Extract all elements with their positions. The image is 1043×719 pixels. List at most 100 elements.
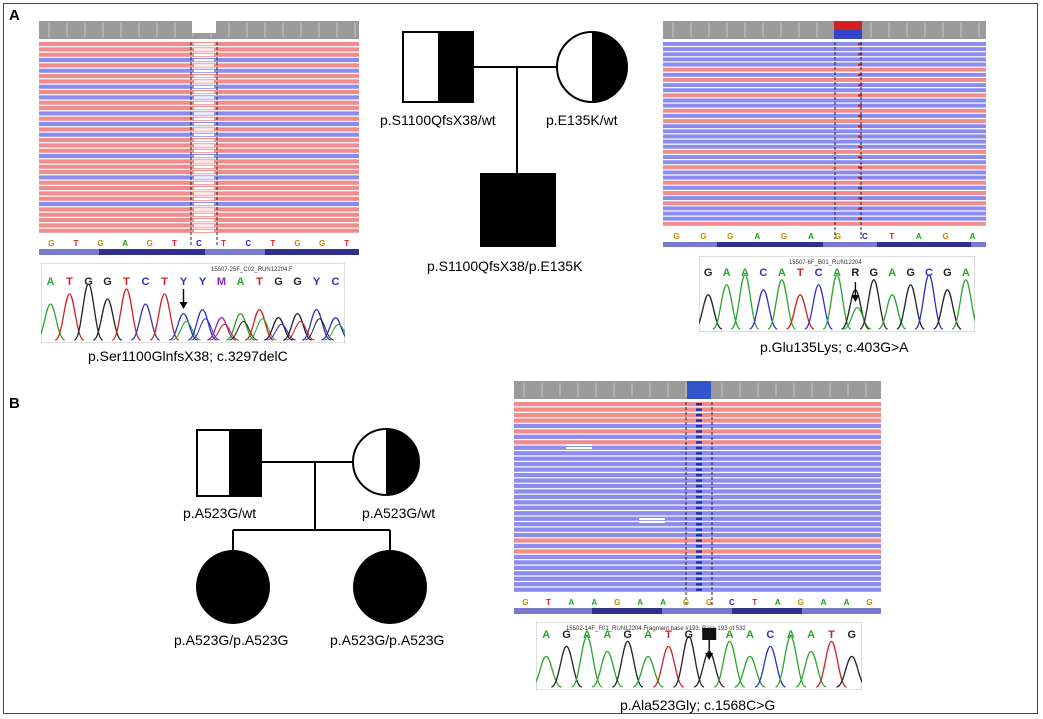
- reference-base: A: [844, 598, 850, 607]
- mismatch-mark: [696, 501, 702, 504]
- base-call: G: [685, 629, 694, 641]
- read: [663, 201, 986, 206]
- variant-arrow-head: [851, 295, 860, 302]
- mismatch-mark: [696, 523, 702, 526]
- selected-base-box: [702, 628, 717, 640]
- base-call: A: [237, 276, 245, 288]
- deletion-mark: [194, 224, 214, 227]
- trace-peak: [822, 274, 852, 330]
- reference-base: A: [568, 598, 574, 607]
- read: [663, 155, 986, 159]
- mismatch-mark: [696, 457, 702, 461]
- trace-peak: [612, 640, 644, 688]
- trace-peak: [187, 308, 218, 341]
- read: [663, 144, 986, 149]
- base-call: C: [332, 276, 340, 288]
- reference-base: G: [319, 239, 325, 248]
- reference-base: A: [775, 598, 781, 607]
- base-call: A: [962, 267, 970, 279]
- reference-base: G: [683, 598, 689, 607]
- amino-acid-segment: [717, 242, 823, 247]
- base-call: T: [665, 629, 672, 641]
- read: [663, 180, 986, 185]
- deletion-mark: [194, 176, 214, 179]
- mismatch-mark: [696, 435, 702, 439]
- mismatch-mark: [696, 550, 702, 553]
- deletion-mark: [194, 203, 214, 206]
- pedigree-b: [196, 428, 427, 624]
- secondary-peak: [324, 323, 345, 341]
- child2-symbol: [353, 550, 427, 624]
- trace-peak: [859, 279, 889, 330]
- mismatch-mark: [696, 446, 702, 450]
- base-call: G: [943, 267, 952, 279]
- mismatch-mark: [696, 561, 702, 564]
- read: [663, 191, 986, 195]
- read: [663, 93, 986, 98]
- reference-base: A: [970, 232, 976, 241]
- base-call: Y: [313, 276, 321, 288]
- genotype-mother-a: p.E135K/wt: [546, 112, 618, 128]
- mismatch-mark: [696, 419, 702, 422]
- base-call: T: [797, 267, 804, 279]
- mismatch-mark: [696, 403, 702, 406]
- read: [663, 206, 986, 211]
- mismatch-mark: [696, 490, 702, 493]
- read: [663, 103, 986, 108]
- trace-peak: [672, 635, 705, 688]
- read: [663, 108, 986, 113]
- base-call: A: [726, 629, 734, 641]
- reference-base: A: [754, 232, 760, 241]
- trace-peak: [713, 640, 746, 688]
- secondary-peak: [305, 318, 334, 341]
- base-call: T: [256, 276, 263, 288]
- reference-base: T: [172, 239, 177, 248]
- read: [663, 124, 986, 129]
- reference-base: G: [706, 598, 712, 607]
- deletion-mark: [194, 80, 214, 83]
- reference-base: G: [294, 239, 300, 248]
- read: [663, 83, 986, 88]
- trace-peak: [321, 316, 345, 341]
- reference-base: T: [889, 232, 894, 241]
- trace-peak: [571, 635, 603, 688]
- read: [663, 221, 986, 226]
- trace-peak: [836, 655, 862, 688]
- mismatch-mark: [696, 517, 702, 521]
- mismatch-mark: [696, 424, 702, 428]
- amino-acid-segment: [823, 242, 877, 247]
- trace-peak: [244, 308, 275, 341]
- reference-base: A: [821, 598, 827, 607]
- mismatch-mark: [696, 506, 702, 510]
- deletion-mark: [194, 123, 214, 126]
- trace-peak: [730, 274, 760, 330]
- deletion-mark: [194, 48, 214, 51]
- trace-peak: [111, 288, 142, 341]
- igv-alignment-b: GTAAGAAGGCTAGAAGABCB11: [514, 381, 881, 614]
- caption-ser1100: p.Ser1100GlnfsX38; c.3297delC: [88, 348, 288, 364]
- base-call: G: [562, 629, 571, 641]
- base-call: Y: [199, 276, 207, 288]
- read: [663, 129, 986, 134]
- coverage-alt-allele: [834, 21, 862, 30]
- base-call: G: [103, 276, 112, 288]
- reference-base: G: [97, 239, 103, 248]
- read: [663, 113, 986, 118]
- read: [663, 139, 986, 144]
- reference-base: A: [591, 598, 597, 607]
- read: [663, 57, 986, 62]
- base-call: G: [293, 276, 302, 288]
- deletion-mark: [194, 59, 214, 62]
- mother-fill: [592, 32, 627, 102]
- mismatch-mark: [696, 555, 702, 559]
- reference-base: G: [866, 598, 872, 607]
- base-call: R: [851, 267, 859, 279]
- mismatch-mark: [696, 544, 702, 548]
- base-call: A: [807, 629, 815, 641]
- mismatch-mark: [696, 583, 702, 586]
- mismatch-mark: [858, 104, 862, 107]
- trace-peak: [774, 635, 807, 688]
- deletion-mark: [194, 139, 214, 142]
